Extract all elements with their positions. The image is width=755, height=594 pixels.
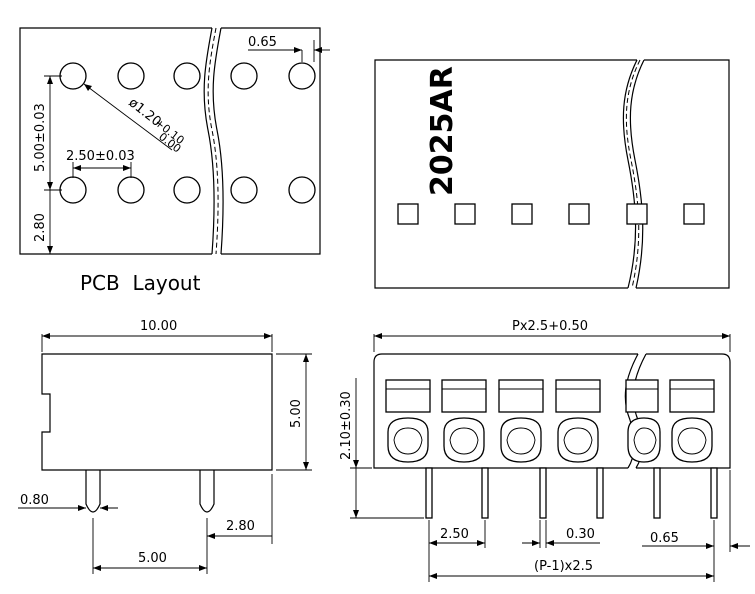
pcb-caption: PCB Layout (80, 271, 201, 295)
front-view-dim-pitch: 2.50 (440, 527, 469, 542)
side-view-pin (85, 470, 101, 513)
top-view-screw-slot (568, 203, 590, 225)
pcb-dim-col-pitch: 2.50±0.03 (66, 149, 135, 164)
front-view-dim-pin-height: 2.10±0.30 (339, 391, 354, 460)
pcb-hole (173, 176, 201, 204)
front-view-dim-span: (P-1)x2.5 (534, 559, 593, 574)
front-view-dim-total: Px2.5+0.50 (512, 319, 588, 334)
side-view-body (41, 353, 273, 471)
front-view: Px2.5+0.50 2.10±0.30 2.50 0.30 0.65 (339, 319, 750, 582)
pcb-hole (59, 62, 87, 90)
top-view-screw-slot (454, 203, 476, 225)
pcb-dim-edge: 0.65 (248, 35, 277, 50)
top-view-screw-slot (397, 203, 419, 225)
front-view-dim-edge: 0.65 (650, 531, 679, 546)
front-view-body-right (636, 353, 731, 469)
side-view-pin (199, 470, 215, 513)
top-view-body-left (374, 59, 637, 289)
pcb-hole (230, 62, 258, 90)
pcb-hole (230, 176, 258, 204)
side-view-dim-height: 5.00 (289, 399, 304, 428)
pcb-hole (59, 176, 87, 204)
top-view-model-label: 2025AR (425, 66, 460, 196)
top-view-screw-slot (626, 203, 648, 225)
front-view-dim-pin-width: 0.30 (566, 527, 595, 542)
pcb-hole (117, 62, 145, 90)
top-view: 2025AR (374, 59, 730, 289)
front-view-release-buttons (387, 417, 713, 463)
top-view-body-right (636, 59, 730, 289)
pcb-dim-bottom: 2.80 (33, 213, 48, 242)
pcb-hole (288, 62, 316, 90)
pcb-break-line-left (203, 27, 215, 255)
front-view-pins (425, 467, 718, 519)
pcb-hole (117, 176, 145, 204)
side-view: 10.00 5.00 0.80 2.80 5.00 (18, 319, 312, 574)
top-view-break-left (622, 59, 638, 289)
side-view-dim-pin-dia: 0.80 (20, 493, 49, 508)
front-view-wire-entries (385, 379, 715, 413)
pcb-dim-row-pitch: 5.00±0.03 (33, 103, 48, 172)
top-view-screw-slot (683, 203, 705, 225)
front-view-body-left (373, 353, 638, 469)
pcb-hole (173, 62, 201, 90)
pcb-break-line-right (212, 27, 224, 255)
pcb-board-left (19, 27, 212, 255)
side-view-dim-pin-offset: 2.80 (226, 519, 255, 534)
pcb-board-right (221, 27, 321, 255)
side-view-dim-width: 10.00 (140, 319, 177, 334)
side-view-dim-pin-spacing: 5.00 (138, 551, 167, 566)
top-view-screw-slot (511, 203, 533, 225)
top-view-break-right (629, 59, 645, 289)
pcb-hole (288, 176, 316, 204)
pcb-layout-view: 0.65 ø1.20 +0.10 0.00 2.50±0.03 5.00±0.0… (19, 27, 330, 295)
